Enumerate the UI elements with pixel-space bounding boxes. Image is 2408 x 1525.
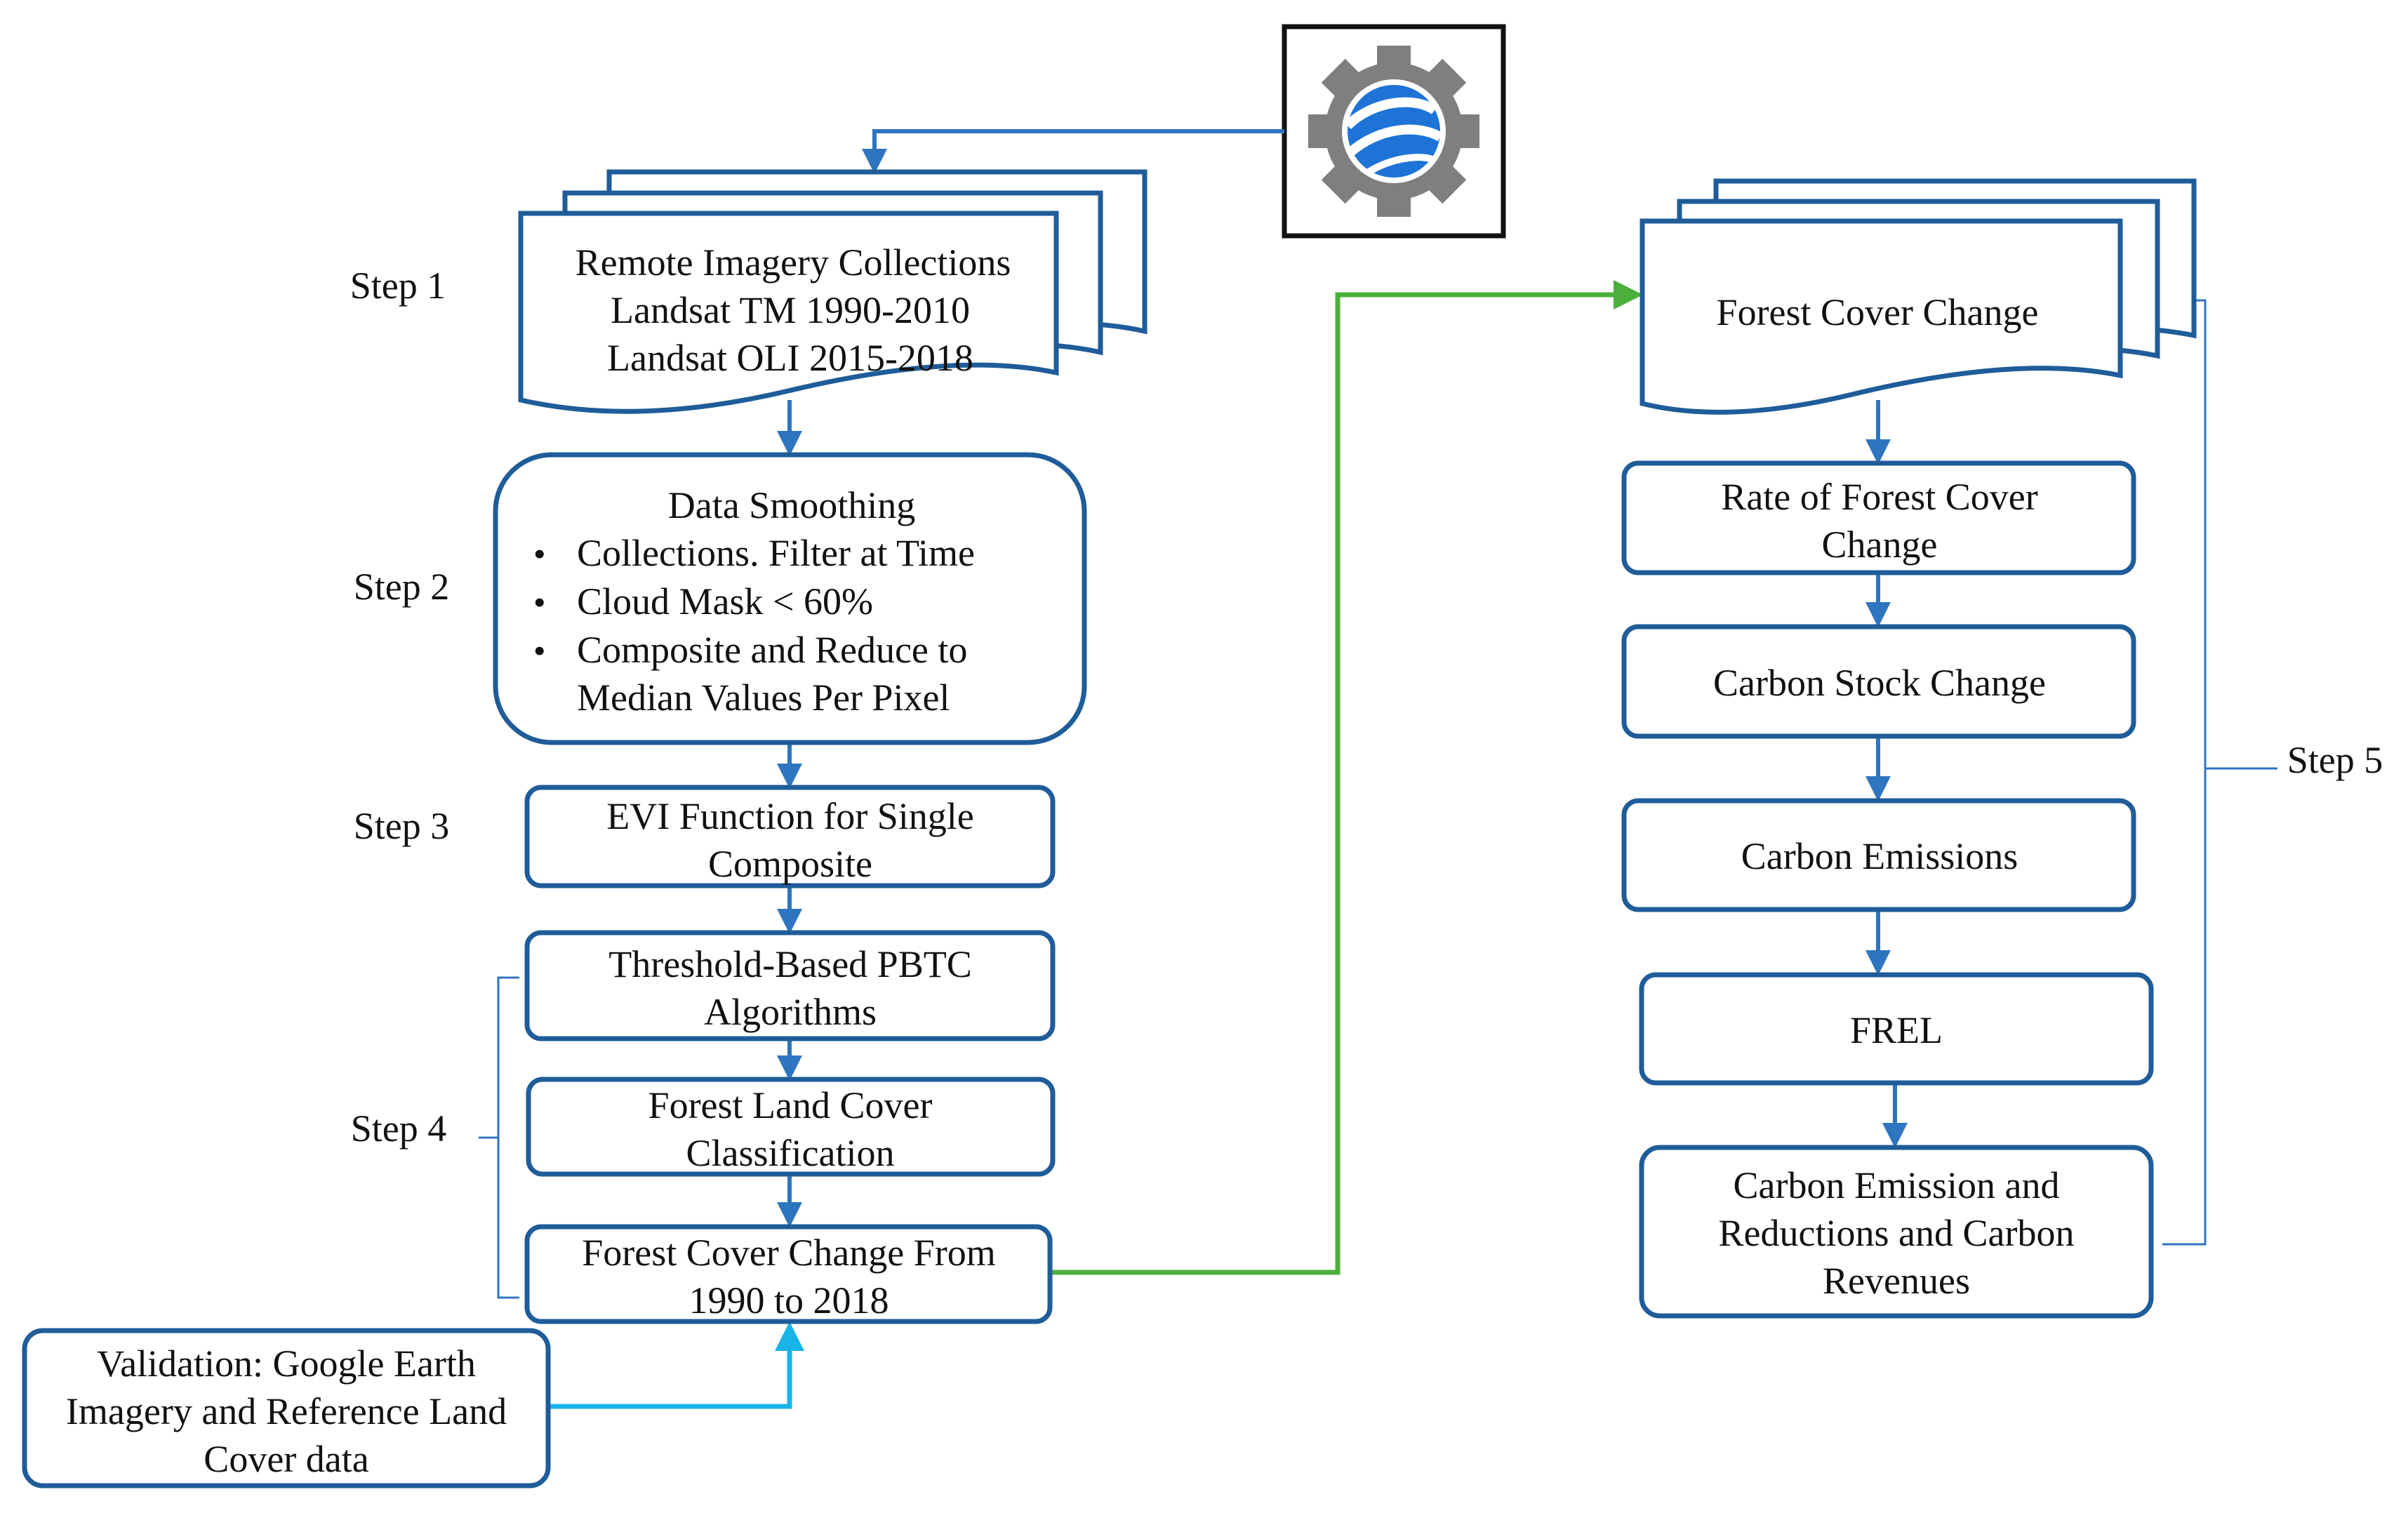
carbon-emissions-label: Carbon Emissions bbox=[1741, 835, 2018, 877]
remote-imagery-line3: Landsat OLI 2015-2018 bbox=[607, 337, 973, 379]
rate-line2: Change bbox=[1822, 524, 1938, 566]
google-earth-engine-icon bbox=[1282, 24, 1506, 239]
remote-imagery-line2: Landsat TM 1990-2010 bbox=[611, 289, 970, 331]
frel-label: FREL bbox=[1850, 1009, 1943, 1051]
evi-line1: EVI Function for Single bbox=[606, 795, 973, 837]
gear-icon bbox=[1308, 46, 1479, 217]
evi-line2: Composite bbox=[708, 843, 872, 885]
arrow-icon-to-imagery bbox=[862, 129, 1284, 174]
carbon-emissions-node: Carbon Emissions bbox=[1621, 798, 2136, 912]
forest-change-period-line2: 1990 to 2018 bbox=[689, 1279, 889, 1321]
step2-label: Step 2 bbox=[354, 566, 450, 608]
classification-node: Forest Land Cover Classification bbox=[526, 1077, 1056, 1177]
validation-node: Validation: Google Earth Imagery and Ref… bbox=[22, 1328, 551, 1489]
forest-cover-change-node: Forest Cover Change bbox=[1639, 178, 2197, 415]
carbon-stock-change-node: Carbon Stock Change bbox=[1621, 624, 2136, 739]
forest-change-period-node: Forest Cover Change From 1990 to 2018 bbox=[524, 1224, 1053, 1324]
connectors bbox=[548, 129, 1908, 1409]
carbon-revenue-node: Carbon Emission and Reductions and Carbo… bbox=[1639, 1145, 2154, 1319]
step1-label: Step 1 bbox=[350, 265, 446, 307]
forest-cover-change-label: Forest Cover Change bbox=[1717, 291, 2039, 333]
revenue-line3: Revenues bbox=[1823, 1260, 1970, 1302]
step5-bracket bbox=[2162, 299, 2277, 1246]
remote-imagery-line1: Remote Imagery Collections bbox=[576, 241, 1011, 284]
carbon-stock-change-label: Carbon Stock Change bbox=[1713, 662, 2046, 704]
classification-line1: Forest Land Cover bbox=[648, 1084, 933, 1126]
threshold-line2: Algorithms bbox=[704, 991, 877, 1033]
smoothing-bullet-4: Median Values Per Pixel bbox=[577, 677, 950, 719]
revenue-line2: Reductions and Carbon bbox=[1719, 1212, 2075, 1254]
threshold-line1: Threshold-Based PBTC bbox=[608, 943, 971, 985]
bullet-dot: • bbox=[533, 582, 546, 622]
frel-node: FREL bbox=[1639, 972, 2154, 1086]
rate-line1: Rate of Forest Cover bbox=[1721, 476, 2037, 518]
forest-change-period-line1: Forest Cover Change From bbox=[582, 1232, 995, 1274]
smoothing-bullet-2: Cloud Mask < 60% bbox=[577, 580, 873, 622]
validation-line1: Validation: Google Earth bbox=[97, 1343, 476, 1385]
evi-function-node: EVI Function for Single Composite bbox=[524, 785, 1056, 888]
validation-line3: Cover data bbox=[204, 1438, 368, 1480]
step4-bracket bbox=[479, 976, 519, 1299]
step5-label: Step 5 bbox=[2287, 739, 2383, 781]
validation-line2: Imagery and Reference Land bbox=[66, 1390, 507, 1432]
remote-imagery-node: Remote Imagery Collections Landsat TM 19… bbox=[518, 169, 1148, 414]
data-smoothing-node: Data Smoothing • • • Collections. Filter… bbox=[493, 452, 1087, 745]
arrow-change-to-forest-cover-change bbox=[1051, 280, 1643, 1275]
arrow-validation-to-change bbox=[548, 1321, 804, 1409]
data-smoothing-title: Data Smoothing bbox=[668, 484, 915, 526]
smoothing-bullet-1: Collections. Filter at Time bbox=[577, 532, 975, 574]
step4-label: Step 4 bbox=[351, 1107, 447, 1150]
globe-icon bbox=[1342, 79, 1446, 183]
step3-label: Step 3 bbox=[354, 805, 450, 847]
threshold-node: Threshold-Based PBTC Algorithms bbox=[524, 930, 1056, 1041]
bullet-dot: • bbox=[533, 534, 546, 573]
revenue-line1: Carbon Emission and bbox=[1734, 1164, 2060, 1206]
bullet-dot: • bbox=[533, 631, 546, 670]
smoothing-bullet-3: Composite and Reduce to bbox=[577, 629, 967, 671]
rate-of-change-node: Rate of Forest Cover Change bbox=[1621, 460, 2136, 575]
classification-line2: Classification bbox=[686, 1132, 895, 1174]
